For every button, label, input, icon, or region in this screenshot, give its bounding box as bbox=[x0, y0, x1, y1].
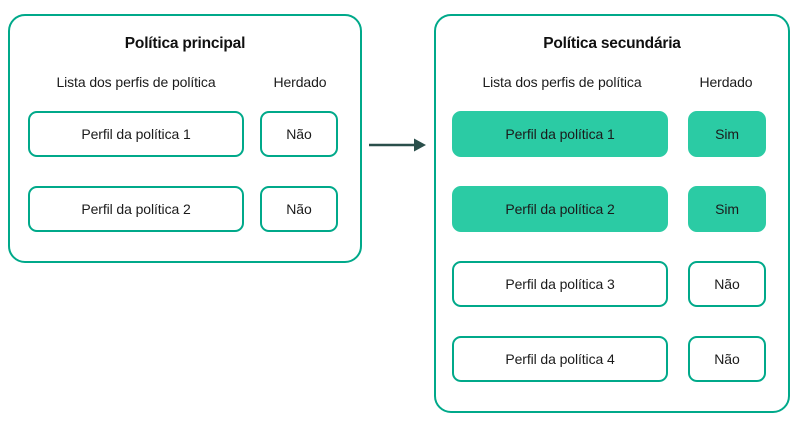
inherited-cell[interactable]: Não bbox=[260, 186, 338, 232]
panel-primary-policy: Política principal Lista dos perfis de p… bbox=[8, 14, 362, 263]
profile-cell[interactable]: Perfil da política 1 bbox=[452, 111, 668, 157]
profile-cell[interactable]: Perfil da política 1 bbox=[28, 111, 244, 157]
table-row: Perfil da política 1 Sim bbox=[436, 111, 788, 157]
inherited-cell[interactable]: Não bbox=[688, 261, 766, 307]
panel-secondary-policy: Política secundária Lista dos perfis de … bbox=[434, 14, 790, 413]
inherited-cell[interactable]: Sim bbox=[688, 111, 766, 157]
profile-cell[interactable]: Perfil da política 2 bbox=[28, 186, 244, 232]
column-header-profiles: Lista dos perfis de política bbox=[56, 74, 216, 90]
table-row: Perfil da política 2 Sim bbox=[436, 186, 788, 232]
panel-secondary-column-headers: Lista dos perfis de política Herdado bbox=[436, 74, 788, 96]
profile-cell[interactable]: Perfil da política 2 bbox=[452, 186, 668, 232]
inherited-cell[interactable]: Sim bbox=[688, 186, 766, 232]
panel-primary-column-headers: Lista dos perfis de política Herdado bbox=[10, 74, 360, 96]
panel-secondary-rows: Perfil da política 1 Sim Perfil da polít… bbox=[436, 111, 788, 382]
table-row: Perfil da política 1 Não bbox=[10, 111, 360, 157]
table-row: Perfil da política 4 Não bbox=[436, 336, 788, 382]
panel-secondary-title: Política secundária bbox=[543, 35, 681, 52]
profile-cell[interactable]: Perfil da política 4 bbox=[452, 336, 668, 382]
inherited-cell[interactable]: Não bbox=[688, 336, 766, 382]
panel-primary-rows: Perfil da política 1 Não Perfil da polít… bbox=[10, 111, 360, 232]
table-row: Perfil da política 2 Não bbox=[10, 186, 360, 232]
panel-primary-title: Política principal bbox=[124, 35, 246, 52]
table-row: Perfil da política 3 Não bbox=[436, 261, 788, 307]
column-header-profiles: Lista dos perfis de política bbox=[482, 74, 642, 90]
inherited-cell[interactable]: Não bbox=[260, 111, 338, 157]
profile-cell[interactable]: Perfil da política 3 bbox=[452, 261, 668, 307]
column-header-inherited: Herdado bbox=[273, 74, 327, 90]
column-header-inherited: Herdado bbox=[699, 74, 753, 90]
flow-arrow-icon bbox=[368, 132, 428, 158]
